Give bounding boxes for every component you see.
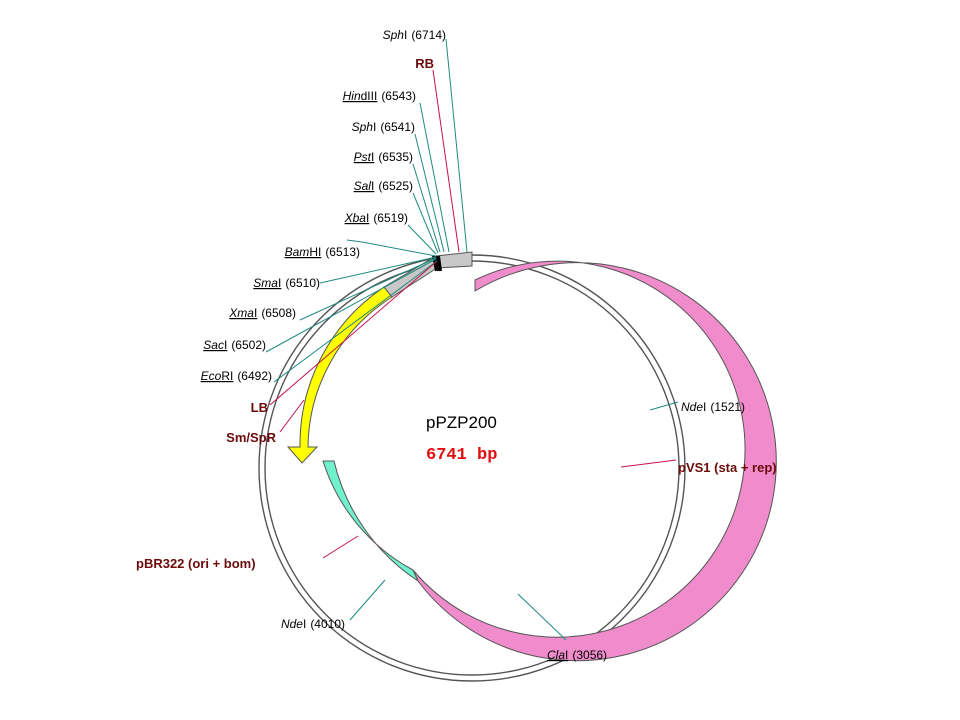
- feature-label-smspr: Sm/SpR: [226, 430, 276, 445]
- feature-label-lb: LB: [251, 400, 268, 415]
- site-label-smai-6510: SmaI(6510): [253, 276, 320, 290]
- leader-ndei-4010: [349, 579, 386, 621]
- leader-psti-6535: [412, 163, 441, 253]
- leader-pvs1: [620, 459, 677, 468]
- feature-label-rb: RB: [415, 56, 434, 71]
- feature-label-pbr322: pBR322 (ori + bom): [136, 556, 256, 571]
- site-label-sphi-6541: SphI(6541): [352, 120, 415, 134]
- site-label-xbai-6519: XbaI(6519): [344, 211, 408, 225]
- site-label-ndei-1521: NdeI(1521): [681, 400, 745, 414]
- leader-smspr: [279, 399, 305, 433]
- feature-leader-lines: [269, 69, 677, 559]
- site-label-ndei-4010: NdeI(4010): [281, 617, 345, 631]
- site-label-bamhi-6513: BamHI(6513): [285, 245, 360, 259]
- site-label-sali-6525: SalI(6525): [354, 179, 413, 193]
- site-labels: SphI(6714) HindIII(6543) SphI(6541) PstI…: [201, 28, 745, 662]
- leader-smai-6510: [319, 256, 437, 284]
- site-label-sphi-6714: SphI(6714): [383, 28, 446, 42]
- leader-ndei-1521: [649, 401, 679, 411]
- leader-xmai-6508: [299, 257, 437, 321]
- leader-lb: [269, 261, 437, 406]
- leader-sphi-6714: [445, 38, 468, 253]
- site-label-clai-3056: ClaI(3056): [547, 648, 607, 662]
- pvs1-arc: [412, 260, 777, 662]
- site-label-saci-6502: SacI(6502): [203, 338, 266, 352]
- smspr-arrow: [286, 286, 393, 464]
- leader-clai-3056: [517, 593, 567, 641]
- site-label-psti-6535: PstI(6535): [354, 150, 413, 164]
- site-leader-lines: [265, 38, 679, 641]
- feature-labels: RB LB Sm/SpR pVS1 (sta + rep) pBR322 (or…: [136, 56, 777, 571]
- feature-label-pvs1: pVS1 (sta + rep): [678, 460, 777, 475]
- site-label-ecori-6492: EcoRI(6492): [201, 369, 272, 383]
- plasmid-name: pPZP200: [426, 413, 497, 432]
- leader-ecori-6492: [273, 260, 438, 383]
- site-label-xmai-6508: XmaI(6508): [228, 306, 296, 320]
- leader-rb: [432, 69, 460, 253]
- leader-xbai-6519: [407, 224, 437, 255]
- leader-sphi-6541: [414, 133, 445, 253]
- leader-pbr322: [322, 535, 359, 559]
- site-label-hindiii-6543: HindIII(6543): [343, 89, 416, 103]
- pbr322-arc: [322, 460, 420, 583]
- leader-bamhi-6513: [346, 239, 437, 257]
- leader-hindiii-6543: [419, 102, 450, 253]
- plasmid-size: 6741 bp: [426, 446, 497, 465]
- leader-sali-6525: [412, 192, 439, 254]
- leader-saci-6502: [265, 258, 437, 353]
